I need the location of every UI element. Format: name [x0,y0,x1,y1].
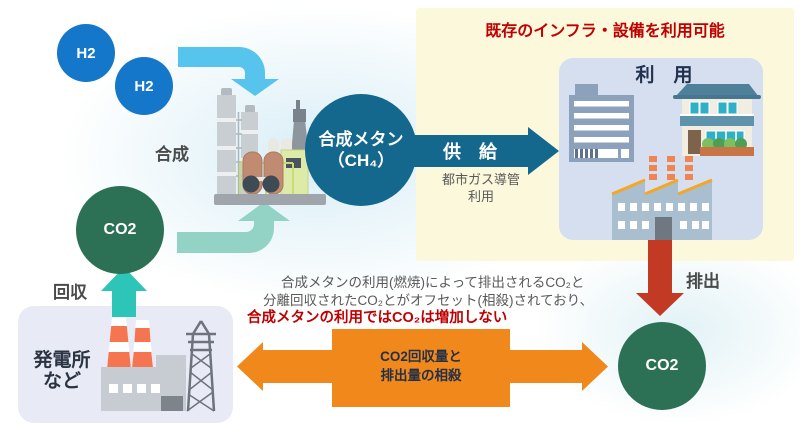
h2-label: H2 [76,44,96,62]
h2-circle: H2 [115,57,173,115]
pipeline-label: 都市ガス導管 利用 [425,171,537,205]
note-line1: 合成メタンの利用(燃焼)によって排出されるCO₂と [281,275,585,290]
offset-line1: CO2回収量と [380,349,462,364]
note-line3: 合成メタンの利用ではCO₂は増加しない [247,310,508,326]
capture-label: 回収 [53,283,87,302]
h2-circle: H2 [57,24,115,82]
co2-label: CO2 [103,221,137,238]
pipeline-line1: 都市ガス導管 [441,172,520,187]
offset-arrow-label: CO2回収量と 排出量の相殺 [332,347,510,385]
offset-line2: 排出量の相殺 [380,368,462,383]
co2-circle-captured: CO2 [76,186,164,274]
h2-to-plant-arrow-icon [178,47,279,96]
ch4-circle: 合成メタン （CH₄） [305,94,417,206]
usage-title: 利 用 [635,65,693,86]
synthesis-label: 合成 [155,145,189,164]
pipeline-line2: 利用 [467,189,494,204]
power-plant-line1: 発電所 [33,350,91,371]
power-plant-line2: など [42,371,81,392]
ch4-label-line2: （CH₄） [327,151,395,170]
co2-to-plant-arrow-icon [177,202,290,253]
supply-label: 供 給 [443,142,497,162]
note-line2: 分離回収されたCO₂とがオフセット(相殺)されており、 [263,293,594,308]
h2-label: H2 [134,77,154,95]
power-plant-label: 発電所 など [24,350,100,392]
co2-label: CO2 [645,357,679,374]
emission-label: 排出 [686,272,720,291]
existing-infra-title: 既存のインフラ・設備を利用可能 [485,23,725,40]
ch4-label-line1: 合成メタン [318,130,404,149]
co2-circle-emitted: CO2 [618,322,706,410]
